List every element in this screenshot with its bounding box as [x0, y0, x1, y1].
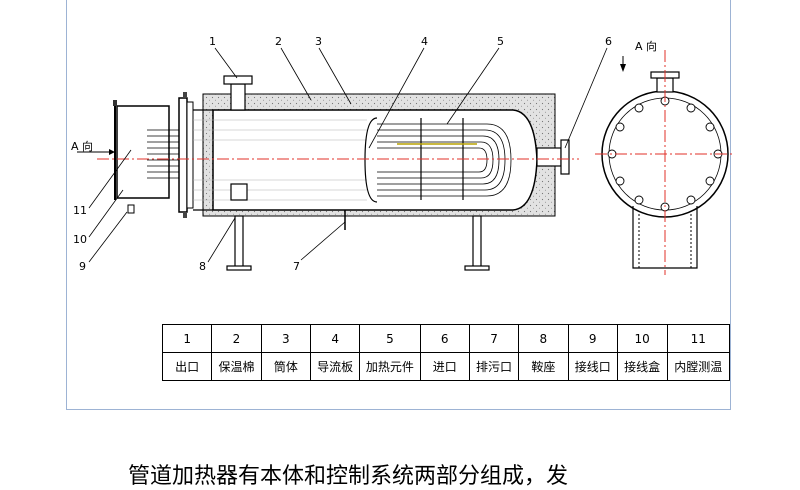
callout-4: 4 — [421, 35, 428, 48]
figure-frame: A 向 A 向 1 2 3 4 5 6 7 8 9 1 — [66, 0, 732, 410]
legend-number: 10 — [616, 324, 668, 353]
legend-number: 1 — [161, 324, 213, 353]
legend-number: 3 — [260, 324, 311, 353]
outlet-nozzle — [230, 83, 246, 111]
legend-name: 加热元件 — [359, 352, 421, 381]
side-view-a-label: A 向 — [635, 39, 657, 53]
legend-name: 筒体 — [260, 352, 311, 381]
parts-legend-table: 1 2 3 4 5 6 7 8 9 10 11 出口 保温棉 筒体 导流板 加热… — [161, 324, 730, 381]
saddle-supports — [226, 215, 490, 271]
view-a-label: A 向 — [71, 139, 93, 153]
callout-3: 3 — [315, 35, 322, 48]
legend-number: 2 — [211, 324, 262, 353]
legend-name: 排污口 — [468, 352, 520, 381]
legend-name: 接线盒 — [616, 352, 668, 381]
legend-number: 7 — [468, 324, 520, 353]
heating-element-bundle — [364, 117, 512, 203]
inlet-nozzle — [536, 147, 562, 167]
callout-10: 10 — [73, 233, 87, 246]
legend-number: 9 — [567, 324, 618, 353]
legend-number: 8 — [518, 324, 569, 353]
callout-8: 8 — [199, 260, 206, 273]
caption-text: 管道加热器有本体和控制系统两部分组成，发 — [128, 464, 569, 489]
legend-name: 出口 — [161, 352, 213, 381]
legend-number-row: 1 2 3 4 5 6 7 8 9 10 11 — [161, 324, 730, 353]
callout-2: 2 — [275, 35, 282, 48]
legend-number: 6 — [419, 324, 470, 353]
side-view-saddle — [632, 206, 698, 269]
callout-9: 9 — [79, 260, 86, 273]
heater-diagram: A 向 A 向 1 2 3 4 5 6 7 8 9 1 — [71, 35, 732, 275]
legend-number: 5 — [359, 324, 421, 353]
callout-1: 1 — [209, 35, 216, 48]
legend-name: 内膛测温 — [666, 352, 730, 381]
legend-name: 导流板 — [309, 352, 361, 381]
legend-number: 11 — [666, 324, 730, 353]
junction-box — [116, 105, 170, 199]
main-flange-inner — [186, 101, 194, 209]
legend-name: 接线口 — [567, 352, 618, 381]
legend-name: 进口 — [419, 352, 470, 381]
legend-name-row: 出口 保温棉 筒体 导流板 加热元件 进口 排污口 鞍座 接线口 接线盒 内膛测… — [161, 352, 730, 381]
callout-7: 7 — [293, 260, 300, 273]
shell-body — [212, 109, 538, 211]
legend-number: 4 — [309, 324, 361, 353]
callout-5: 5 — [497, 35, 504, 48]
legend-name: 保温棉 — [211, 352, 262, 381]
callout-11: 11 — [73, 204, 87, 217]
legend-name: 鞍座 — [518, 352, 569, 381]
main-flange — [178, 97, 188, 213]
heating-tubes — [147, 129, 179, 179]
callout-6: 6 — [605, 35, 612, 48]
callout-labels: 1 2 3 4 5 6 7 8 9 10 11 — [73, 35, 612, 273]
